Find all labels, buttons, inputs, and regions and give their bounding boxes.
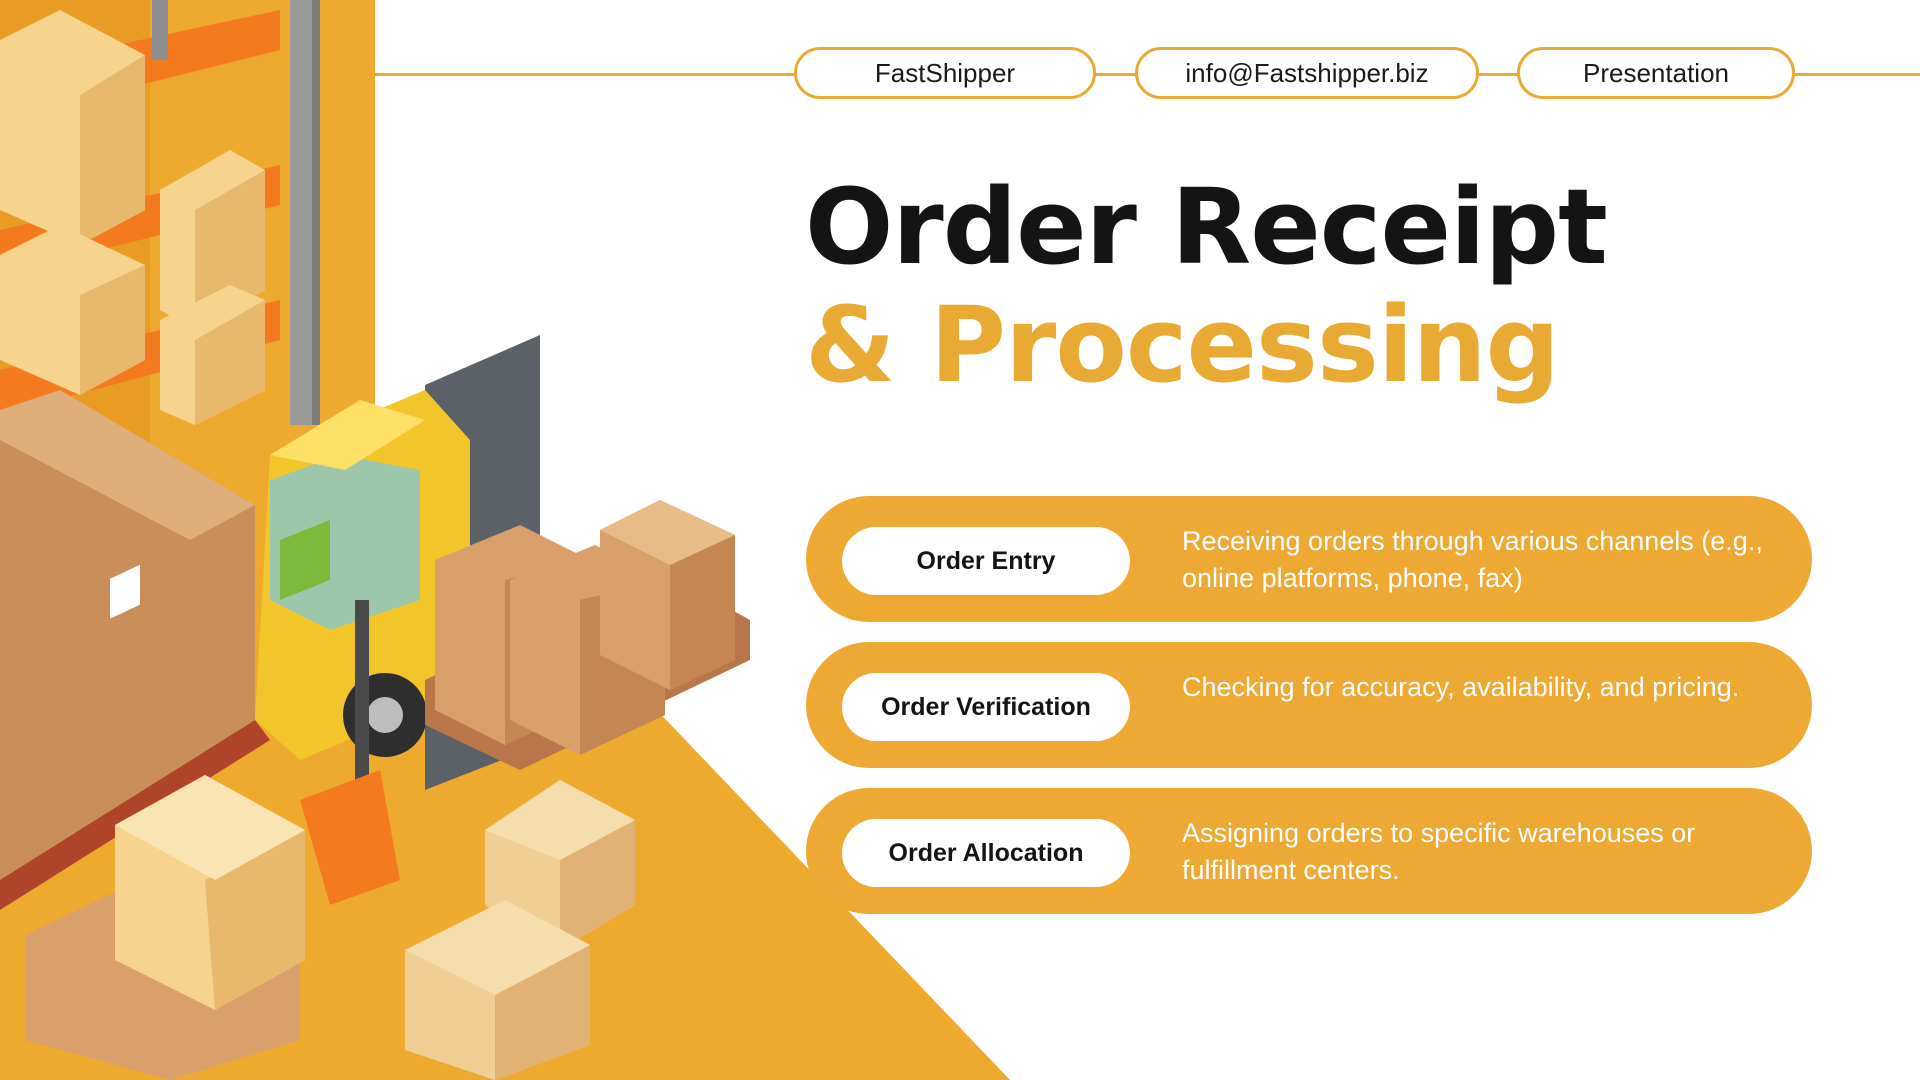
title-line-2: & Processing xyxy=(805,284,1560,406)
step-description: Checking for accuracy, availability, and… xyxy=(1182,672,1740,702)
doc-type-pill: Presentation xyxy=(1517,47,1795,99)
step-label: Order Verification xyxy=(842,673,1130,741)
step-row-order-entry: Order Entry Receiving orders through var… xyxy=(806,496,1812,622)
warehouse-illustration xyxy=(0,0,1010,1080)
forklift-pallet-boxes xyxy=(425,500,750,770)
floor-boxes xyxy=(25,775,635,1080)
step-description: Assigning orders to specific warehouses … xyxy=(1182,818,1696,885)
step-label: Order Allocation xyxy=(842,819,1130,887)
step-label: Order Entry xyxy=(842,527,1130,595)
shelving-unit xyxy=(0,0,320,425)
company-pill: FastShipper xyxy=(794,47,1096,99)
email-pill[interactable]: info@Fastshipper.biz xyxy=(1135,47,1479,99)
step-row-order-allocation: Order Allocation Assigning orders to spe… xyxy=(806,788,1812,914)
step-description: Receiving orders through various channel… xyxy=(1182,526,1763,593)
title-line-1: Order Receipt xyxy=(805,166,1608,288)
step-row-order-verification: Order Verification Checking for accuracy… xyxy=(806,642,1812,768)
page-title: Order Receipt & Processing xyxy=(805,166,1608,406)
process-steps: Order Entry Receiving orders through var… xyxy=(806,496,1812,934)
